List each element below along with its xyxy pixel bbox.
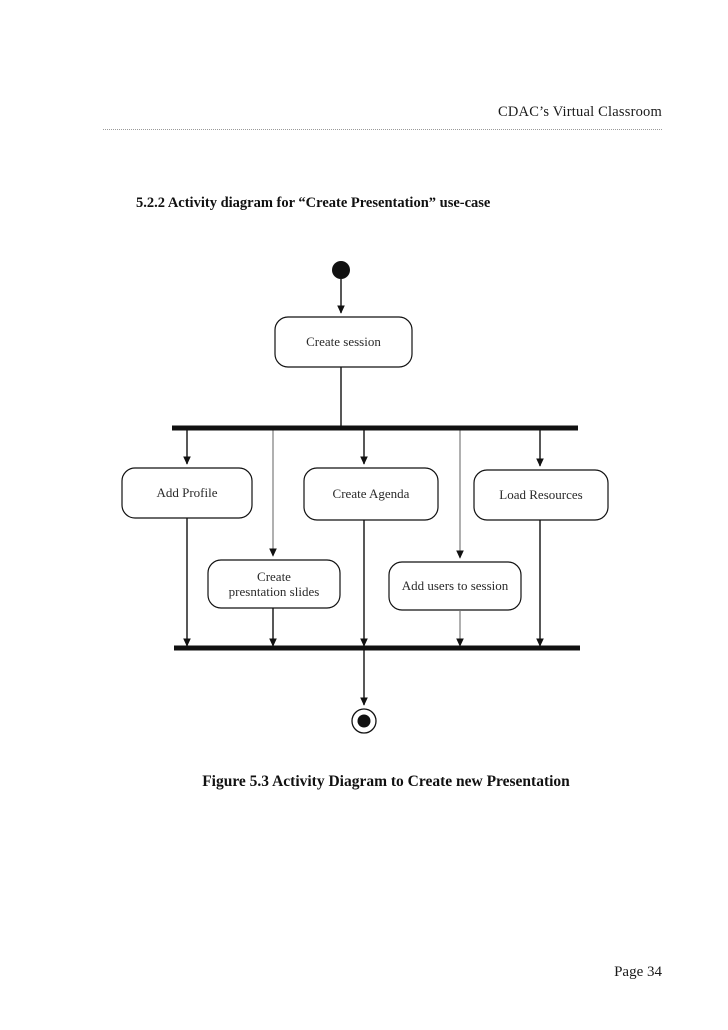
join-bar [174,645,580,651]
final-node-center [357,714,371,728]
page-footer-number: Page 34 [614,964,662,980]
activity-add-profile [121,467,253,519]
activity-load-resources [473,469,609,521]
activity-create-session [274,316,413,368]
section-heading: 5.2.2 Activity diagram for “Create Prese… [136,195,491,211]
fork-bar [172,425,578,431]
page-header-title: CDAC’s Virtual Classroom [498,104,662,120]
initial-node [332,261,350,279]
activity-create-agenda [303,467,439,521]
header-divider [103,129,662,130]
figure-caption: Figure 5.3 Activity Diagram to Create ne… [202,773,570,790]
activity-add-users-to-session [388,561,522,611]
activity-create-presentation-slides [207,559,341,609]
